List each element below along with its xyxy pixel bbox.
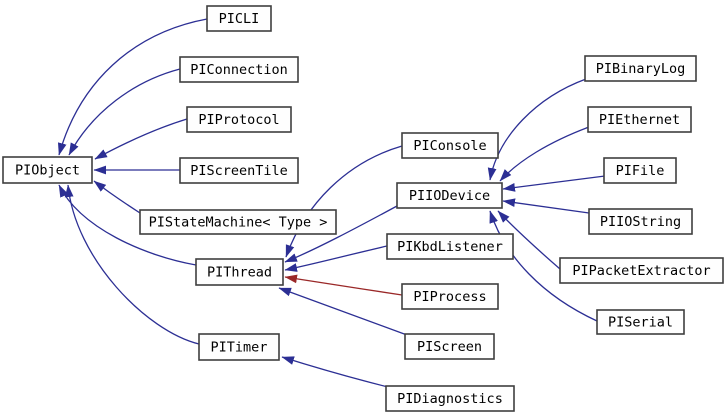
edge-PIBinaryLog-PIIODevice bbox=[487, 78, 587, 181]
node-PIDiagnostics[interactable]: PIDiagnostics bbox=[385, 385, 515, 412]
class-box bbox=[401, 132, 499, 159]
class-box bbox=[385, 385, 515, 412]
class-label: PICLI bbox=[219, 11, 260, 27]
class-box bbox=[404, 333, 495, 360]
class-box bbox=[396, 182, 503, 209]
class-box bbox=[596, 309, 685, 335]
class-box bbox=[179, 157, 299, 184]
node-PITimer[interactable]: PITimer bbox=[198, 333, 280, 361]
class-box bbox=[386, 233, 514, 260]
class-box bbox=[139, 209, 337, 235]
node-PIProcess[interactable]: PIProcess bbox=[401, 283, 499, 310]
class-label: PIProtocol bbox=[198, 112, 279, 128]
class-box bbox=[401, 283, 499, 310]
node-PISerial[interactable]: PISerial bbox=[596, 309, 685, 335]
class-box bbox=[584, 55, 697, 82]
edge-PIIODevice-PIThread bbox=[284, 205, 398, 263]
class-label: PIThread bbox=[207, 265, 272, 281]
edge-PIKbdListener-PIThread bbox=[284, 245, 388, 272]
node-PIProtocol[interactable]: PIProtocol bbox=[186, 106, 292, 133]
class-box bbox=[179, 56, 299, 83]
class-box bbox=[559, 257, 724, 284]
class-label: PIFile bbox=[616, 163, 665, 179]
class-label: PIBinaryLog bbox=[596, 61, 685, 77]
edge-PICLI-PIObject bbox=[57, 18, 208, 156]
node-PIConsole[interactable]: PIConsole bbox=[401, 132, 499, 159]
class-label: PIKbdListener bbox=[397, 239, 503, 255]
class-label: PIStateMachine< Type > bbox=[149, 215, 328, 231]
class-box bbox=[588, 208, 693, 235]
node-PIFile[interactable]: PIFile bbox=[603, 157, 677, 184]
node-PIIODevice[interactable]: PIIODevice bbox=[396, 182, 503, 209]
edge-PIFile-PIIODevice bbox=[502, 175, 606, 192]
node-PIKbdListener[interactable]: PIKbdListener bbox=[386, 233, 514, 260]
class-box bbox=[206, 5, 272, 32]
node-PIIOString[interactable]: PIIOString bbox=[588, 208, 693, 235]
node-PIScreenTile[interactable]: PIScreenTile bbox=[179, 157, 299, 184]
class-label: PIObject bbox=[15, 163, 80, 179]
node-PIPacketExtractor[interactable]: PIPacketExtractor bbox=[559, 257, 724, 284]
class-label: PIScreenTile bbox=[190, 163, 288, 179]
class-box bbox=[195, 258, 284, 286]
edge-PIIOString-PIIODevice bbox=[502, 198, 590, 214]
class-label: PIIODevice bbox=[409, 188, 490, 204]
class-label: PIProcess bbox=[413, 289, 486, 305]
edge-PITimer-PIObject bbox=[64, 184, 200, 345]
edge-PIConsole-PIThread bbox=[285, 145, 403, 258]
node-PIObject[interactable]: PIObject bbox=[2, 156, 93, 184]
edge-PIProcess-PIThread bbox=[284, 274, 403, 296]
edge-PIThread-PIObject bbox=[58, 184, 197, 266]
node-PIEthernet[interactable]: PIEthernet bbox=[587, 106, 692, 133]
class-label: PIScreen bbox=[417, 339, 482, 355]
class-box bbox=[198, 333, 280, 361]
class-label: PITimer bbox=[211, 340, 268, 356]
edge-PIConnection-PIObject bbox=[68, 68, 181, 156]
node-PIConnection[interactable]: PIConnection bbox=[179, 56, 299, 83]
edge-PIProtocol-PIObject bbox=[94, 118, 188, 160]
node-PIScreen[interactable]: PIScreen bbox=[404, 333, 495, 360]
edge-PIStateMachine-PIObject bbox=[93, 180, 141, 214]
node-PICLI[interactable]: PICLI bbox=[206, 5, 272, 32]
node-PIThread[interactable]: PIThread bbox=[195, 258, 284, 286]
class-label: PIPacketExtractor bbox=[572, 263, 710, 279]
class-box bbox=[587, 106, 692, 133]
class-label: PIConsole bbox=[413, 138, 486, 154]
edge-PIScreen-PIThread bbox=[278, 287, 408, 336]
class-label: PIConnection bbox=[190, 62, 288, 78]
class-label: PIEthernet bbox=[599, 112, 680, 128]
edge-PISerial-PIIODevice bbox=[489, 210, 598, 322]
class-box bbox=[603, 157, 677, 184]
edge-PIEthernet-PIIODevice bbox=[499, 126, 590, 182]
class-label: PIDiagnostics bbox=[397, 391, 503, 407]
class-label: PIIOString bbox=[600, 214, 681, 230]
edge-PIDiagnostics-PITimer bbox=[281, 356, 389, 388]
node-PIStateMachine[interactable]: PIStateMachine< Type > bbox=[139, 209, 337, 235]
edge-PIPacketExtractor-PIIODevice bbox=[497, 210, 561, 270]
node-PIBinaryLog[interactable]: PIBinaryLog bbox=[584, 55, 697, 82]
class-box bbox=[186, 106, 292, 133]
class-box bbox=[2, 156, 93, 184]
class-label: PISerial bbox=[608, 315, 673, 331]
